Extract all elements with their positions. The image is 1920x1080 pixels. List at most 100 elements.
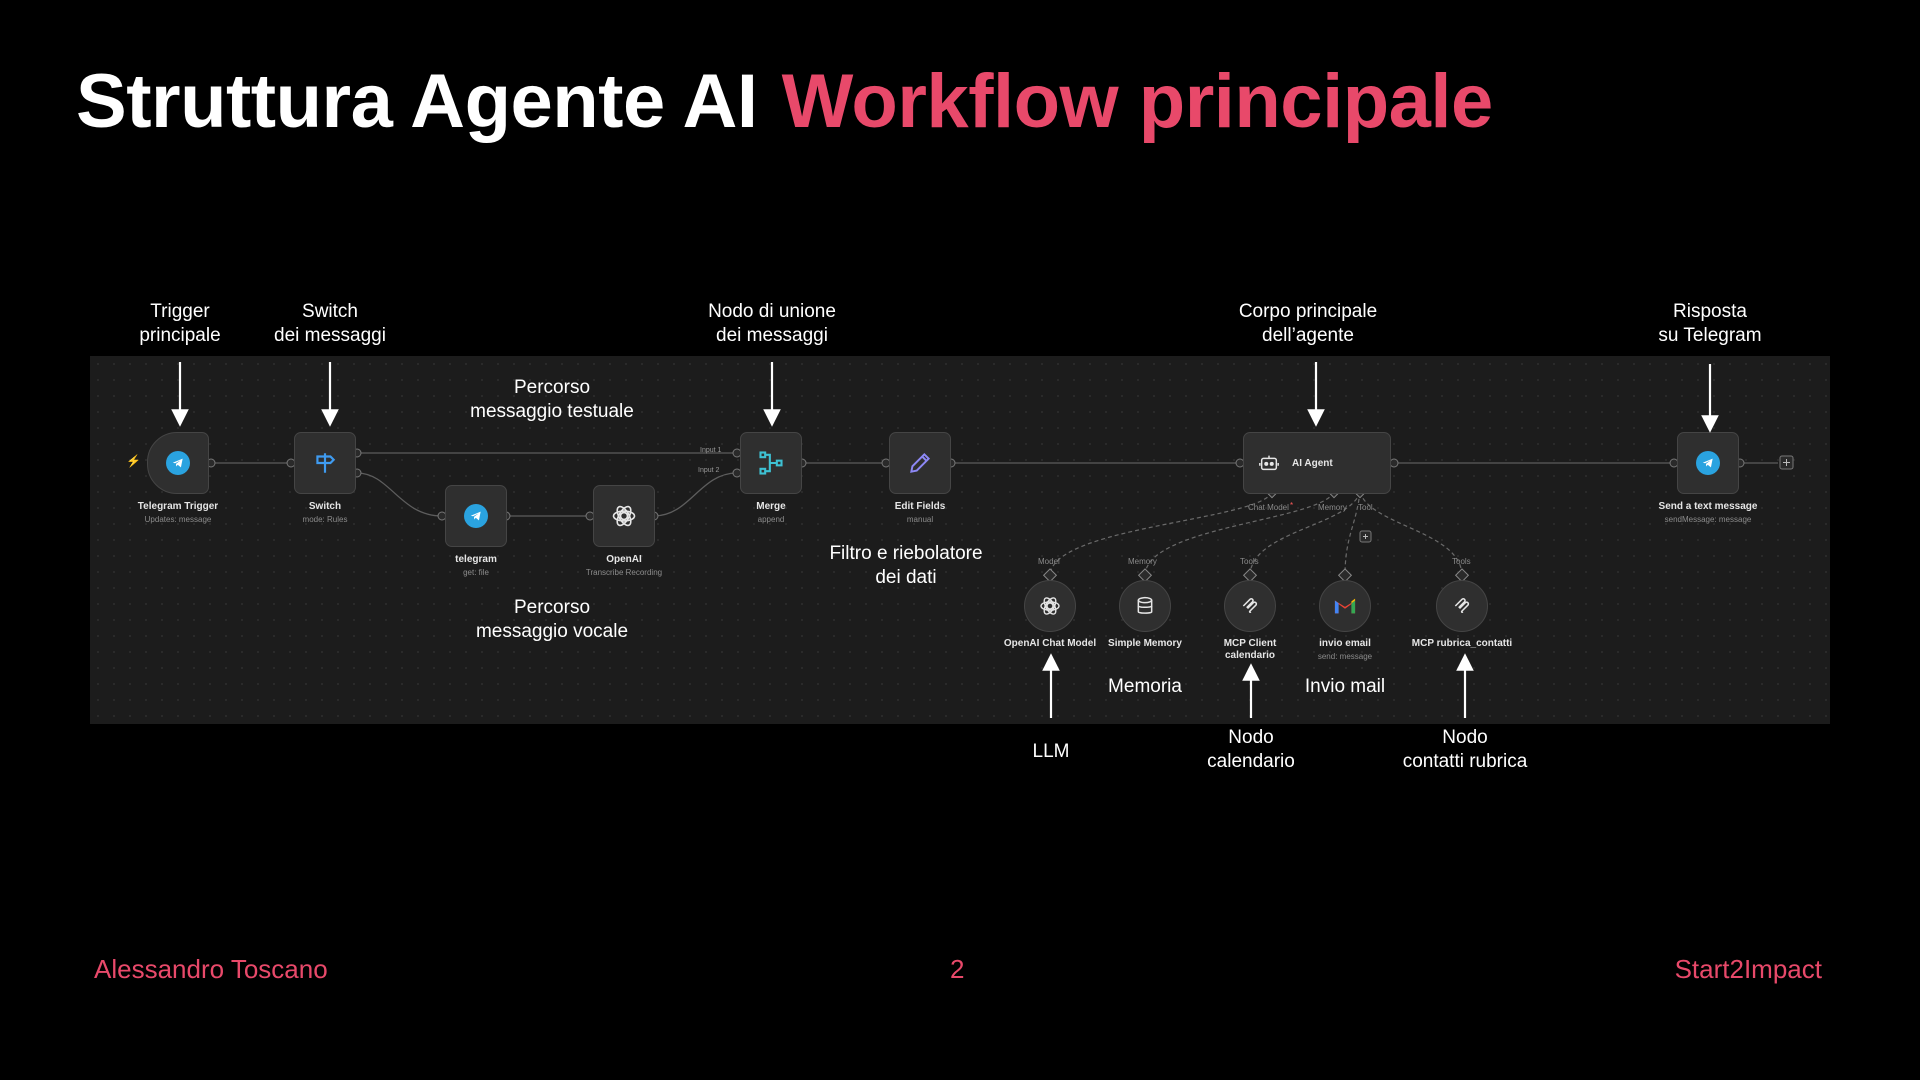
node-edit-fields[interactable]	[889, 432, 951, 494]
node-subtitle: append	[757, 515, 785, 524]
footer-page-number: 2	[950, 954, 965, 984]
port	[1454, 568, 1470, 583]
annotation-line: messaggio vocale	[475, 621, 629, 642]
robot-icon	[1259, 455, 1279, 471]
port	[1137, 568, 1153, 583]
link-tool-calendar	[1249, 491, 1361, 577]
annotation-line: Percorso	[513, 377, 591, 398]
node-telegram-trigger[interactable]	[147, 432, 209, 494]
annotation-line: dei dati	[875, 567, 937, 588]
annotation-line: dell’agente	[1262, 325, 1354, 346]
merge-icon	[759, 451, 783, 475]
node-label: Telegram Trigger	[137, 501, 219, 512]
annotation-line: principale	[139, 325, 221, 346]
port-label-tool: Tool	[1358, 503, 1373, 512]
node-label: Send a text message	[1658, 501, 1758, 512]
annotation-line: contatti rubrica	[1402, 751, 1528, 772]
annotation-merge: Nodo di unione dei messaggi	[682, 300, 862, 348]
annotation-line: Corpo principale	[1238, 301, 1378, 322]
node-label: MCP rubrica_contatti	[1411, 638, 1513, 649]
node-subtitle: mode: Rules	[302, 515, 348, 524]
node-send-message[interactable]	[1677, 432, 1739, 494]
node-openai-transcribe[interactable]	[593, 485, 655, 547]
node-label: Merge	[756, 501, 786, 512]
node-simple-memory[interactable]	[1119, 580, 1171, 632]
annotation-trigger: Trigger principale	[130, 300, 230, 348]
annotation-line: Nodo	[1228, 727, 1274, 748]
annotation-line: calendario	[1207, 751, 1295, 772]
link-tool-rubrica	[1359, 491, 1463, 577]
node-switch[interactable]	[294, 432, 356, 494]
port	[1042, 568, 1058, 583]
pencil-icon	[910, 452, 931, 473]
annotation-line: dei messaggi	[716, 325, 828, 346]
openai-icon	[1040, 597, 1060, 615]
port-label-memory: Memory	[1318, 503, 1347, 512]
signpost-icon	[316, 453, 336, 473]
annotation-line: Trigger	[150, 301, 210, 322]
telegram-icon	[464, 504, 488, 528]
annotation-line: Filtro e riebolatore	[829, 543, 983, 564]
node-label: invio email	[1319, 638, 1371, 649]
required-marker: *	[1290, 501, 1294, 510]
link-tool-email	[1344, 491, 1361, 577]
node-invio-email[interactable]	[1319, 580, 1371, 632]
node-label: telegram	[455, 554, 497, 565]
link-openai-merge	[653, 472, 738, 517]
node-ai-agent[interactable]: AI Agent	[1243, 432, 1391, 494]
node-mcp-rubrica[interactable]	[1436, 580, 1488, 632]
node-label: OpenAI Chat Model	[1003, 638, 1097, 649]
annotation-voice-path: Percorso messaggio vocale	[442, 596, 662, 644]
node-subtitle: manual	[906, 515, 934, 524]
node-label: Simple Memory	[1108, 638, 1182, 649]
annotation-calendar: Nodo calendario	[1181, 726, 1321, 774]
annotation-line: messaggio testuale	[470, 401, 634, 422]
port	[1242, 568, 1258, 583]
annotation-text-path: Percorso messaggio testuale	[442, 376, 662, 424]
node-openai-chat-model[interactable]	[1024, 580, 1076, 632]
annotation-filter: Filtro e riebolatore dei dati	[806, 542, 1006, 590]
annotation-line: Risposta	[1673, 301, 1747, 322]
slide-title: Struttura Agente AI Workflow principale	[76, 58, 1493, 145]
merge-input-2-label: Input 2	[698, 467, 720, 474]
port	[1337, 568, 1353, 583]
mcp-icon	[1242, 598, 1258, 613]
mcp-icon	[1454, 598, 1470, 613]
link-switch-telegram	[356, 472, 443, 517]
workflow-connections	[206, 448, 1794, 583]
port-label-chat-model: Chat Model	[1248, 503, 1289, 512]
node-telegram-get-file[interactable]	[445, 485, 507, 547]
annotation-line: su Telegram	[1658, 325, 1762, 346]
node-subtitle: sendMessage: message	[1664, 515, 1752, 524]
slot-label: Tools	[1452, 557, 1471, 566]
node-label: OpenAI	[606, 554, 642, 565]
annotation-agent: Corpo principale dell’agente	[1218, 300, 1398, 348]
annotation-switch: Switch dei messaggi	[260, 300, 400, 348]
merge-input-1-label: Input 1	[700, 447, 722, 454]
footer-brand: Start2Impact	[1674, 954, 1822, 984]
footer-author: Alessandro Toscano	[94, 954, 328, 984]
node-mcp-calendar[interactable]	[1224, 580, 1276, 632]
annotation-contacts: Nodo contatti rubrica	[1375, 726, 1555, 774]
node-subtitle: get: file	[463, 568, 489, 577]
port	[1389, 458, 1399, 468]
link-model	[1049, 491, 1273, 577]
add-node-plus	[1359, 455, 1794, 543]
annotation-llm: LLM	[1032, 741, 1070, 762]
title-highlight: Workflow principale	[781, 59, 1494, 144]
annotation-line: dei messaggi	[274, 325, 386, 346]
node-label: AI Agent	[1292, 457, 1333, 469]
workflow-canvas[interactable]: ⚡ Telegram Trigger Updates: message Swit…	[90, 356, 1830, 724]
node-merge[interactable]	[740, 432, 802, 494]
node-subtitle: Transcribe Recording	[585, 568, 663, 577]
link-memory	[1144, 491, 1335, 577]
annotation-reply: Risposta su Telegram	[1630, 300, 1790, 348]
title-main: Struttura Agente AI	[76, 59, 758, 144]
telegram-icon	[166, 451, 190, 475]
annotation-line: Switch	[302, 301, 358, 322]
annotation-line: Nodo di unione	[708, 301, 836, 322]
annotation-memoria: Memoria	[1108, 676, 1182, 697]
slot-label: Model	[1038, 557, 1060, 566]
slot-label: Tools	[1240, 557, 1259, 566]
gmail-icon	[1334, 598, 1356, 614]
